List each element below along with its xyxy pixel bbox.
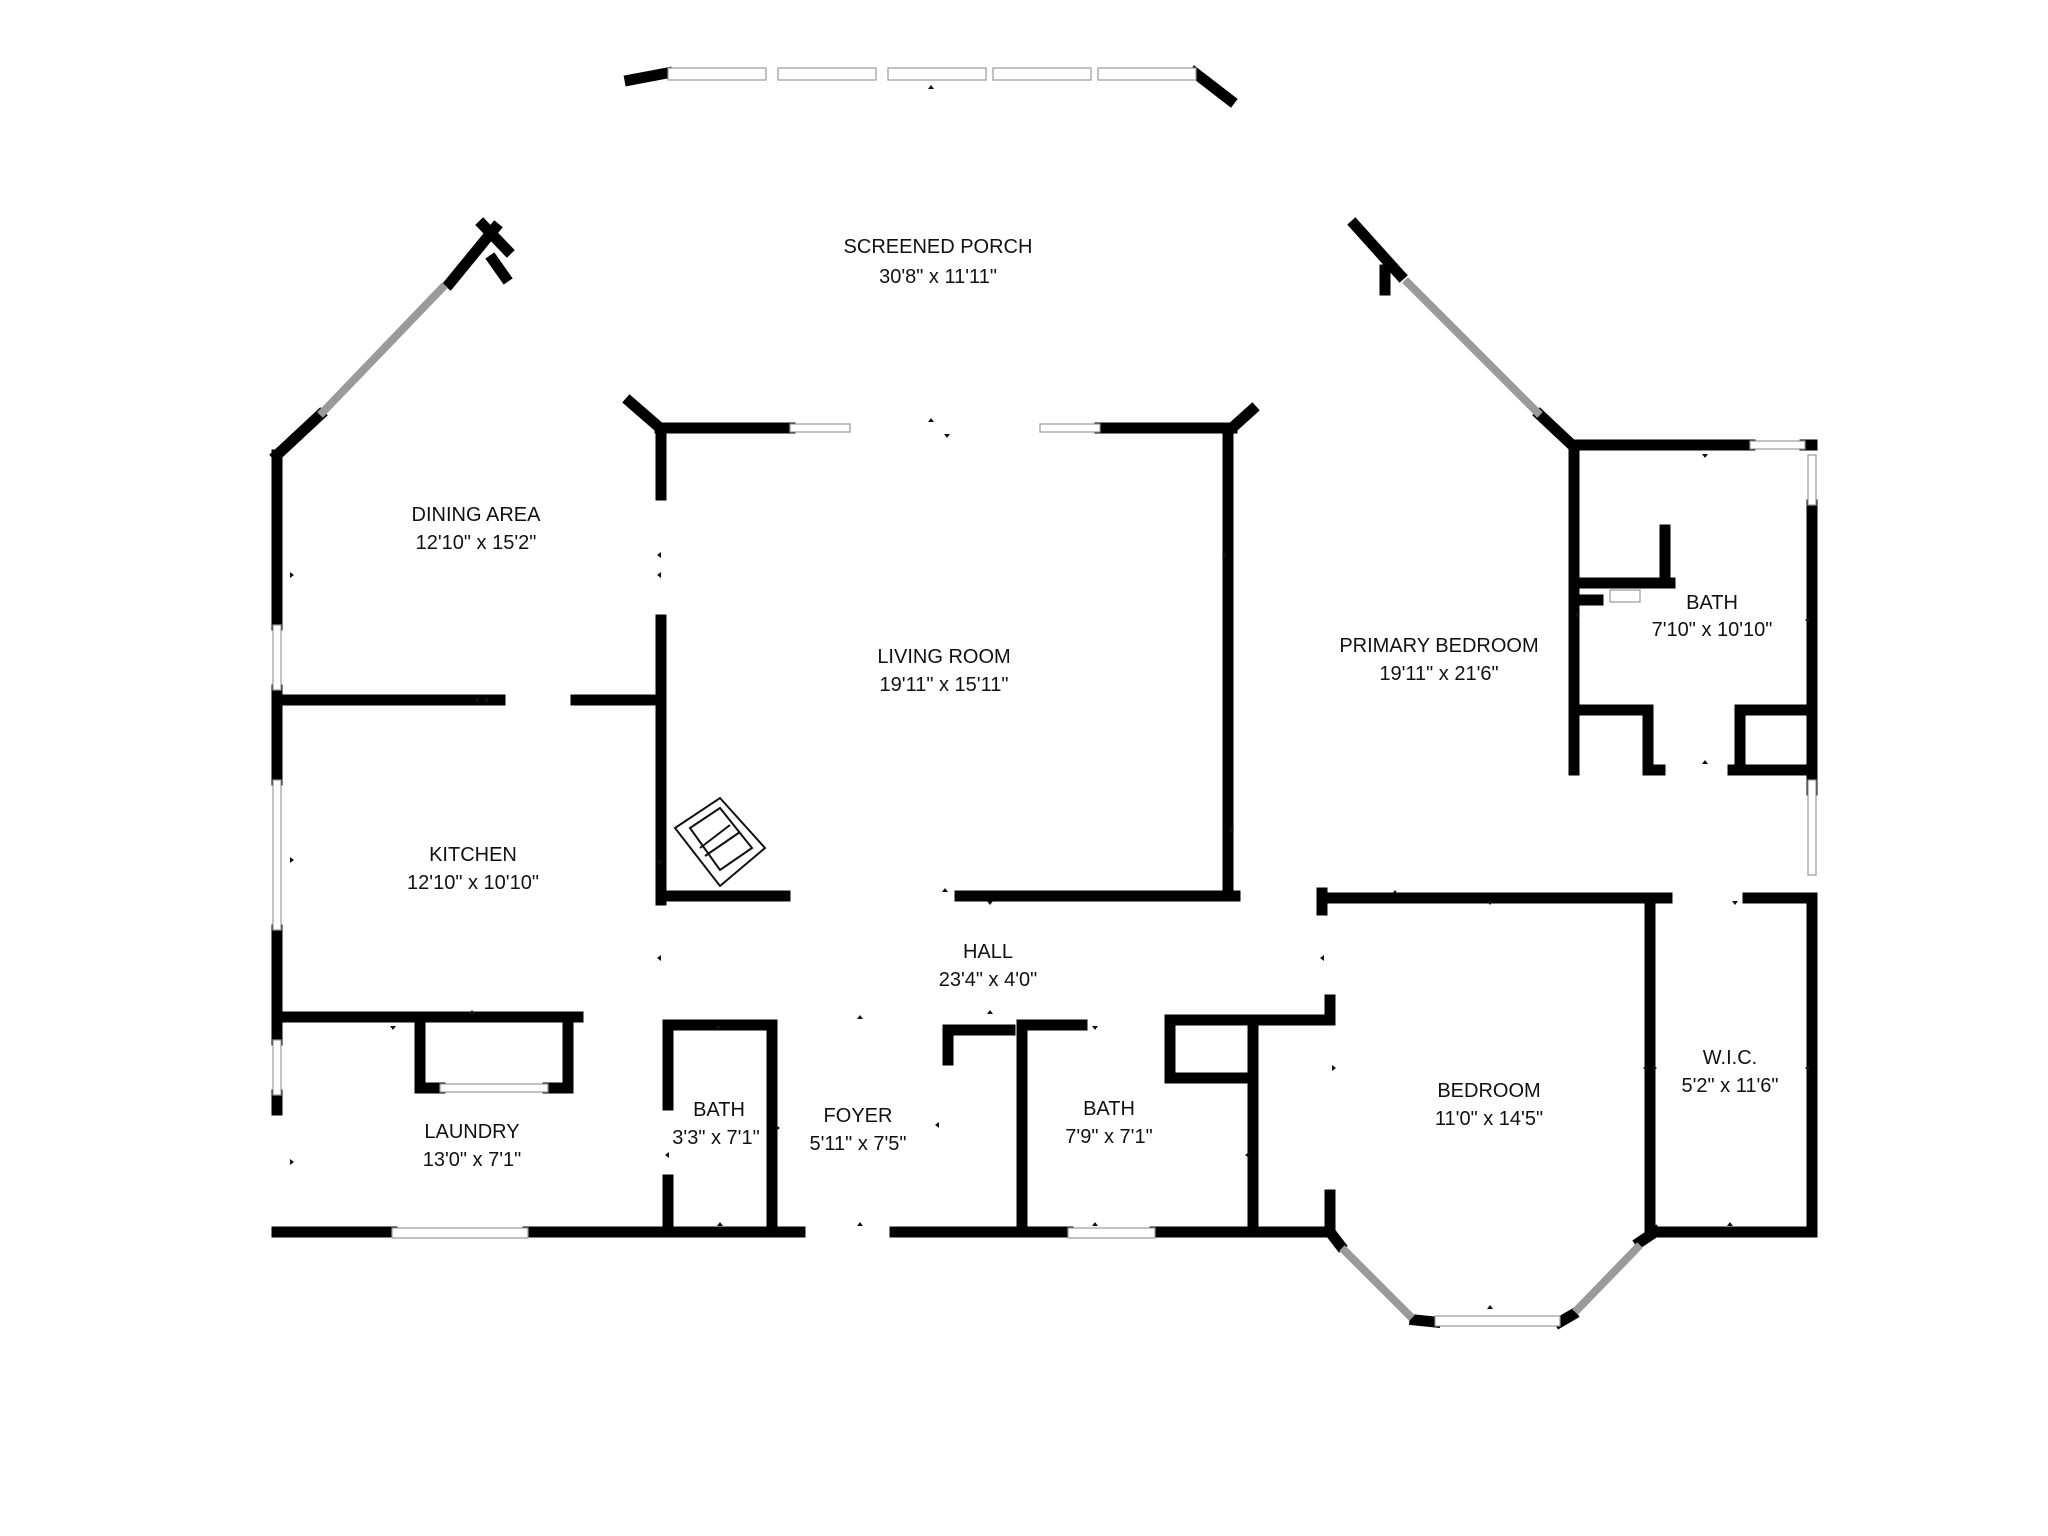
room-labels: SCREENED PORCH 30'8" x 11'11" DINING ARE… xyxy=(407,236,1779,1171)
room-name-dining-area: DINING AREA xyxy=(412,504,542,526)
room-name-hall-bath: BATH xyxy=(1083,1098,1135,1120)
room-name-primary-bedroom: PRIMARY BEDROOM xyxy=(1339,635,1538,657)
fireplace xyxy=(673,796,767,888)
room-dims-half-bath: 3'3" x 7'1" xyxy=(672,1127,759,1149)
room-dims-screened-porch: 30'8" x 11'11" xyxy=(879,266,997,288)
room-name-hall: HALL xyxy=(963,941,1013,963)
room-dims-primary-bath: 7'10" x 10'10" xyxy=(1652,619,1773,641)
room-name-foyer: FOYER xyxy=(824,1105,893,1127)
room-name-primary-bath: BATH xyxy=(1686,592,1738,614)
room-dims-hall-bath: 7'9" x 7'1" xyxy=(1065,1126,1152,1148)
room-dims-hall: 23'4" x 4'0" xyxy=(939,969,1038,991)
room-dims-primary-bedroom: 19'11" x 21'6" xyxy=(1379,663,1498,685)
room-dims-kitchen: 12'10" x 10'10" xyxy=(407,872,539,894)
room-name-half-bath: BATH xyxy=(693,1099,745,1121)
room-name-living-room: LIVING ROOM xyxy=(877,646,1010,668)
room-name-screened-porch: SCREENED PORCH xyxy=(844,236,1033,258)
door-markers xyxy=(290,85,1809,1309)
room-dims-dining-area: 12'10" x 15'2" xyxy=(416,532,537,554)
room-dims-bedroom: 11'0" x 14'5" xyxy=(1435,1108,1543,1130)
windows xyxy=(272,67,1817,1327)
room-name-kitchen: KITCHEN xyxy=(429,844,517,866)
room-dims-wic: 5'2" x 11'6" xyxy=(1681,1075,1778,1097)
room-dims-laundry: 13'0" x 7'1" xyxy=(423,1149,522,1171)
room-name-bedroom: BEDROOM xyxy=(1437,1080,1540,1102)
room-dims-foyer: 5'11" x 7'5" xyxy=(809,1133,906,1155)
room-name-wic: W.I.C. xyxy=(1703,1047,1757,1069)
walls xyxy=(269,65,1818,1330)
room-dims-living-room: 19'11" x 15'11" xyxy=(880,674,1009,696)
room-name-laundry: LAUNDRY xyxy=(424,1121,519,1143)
